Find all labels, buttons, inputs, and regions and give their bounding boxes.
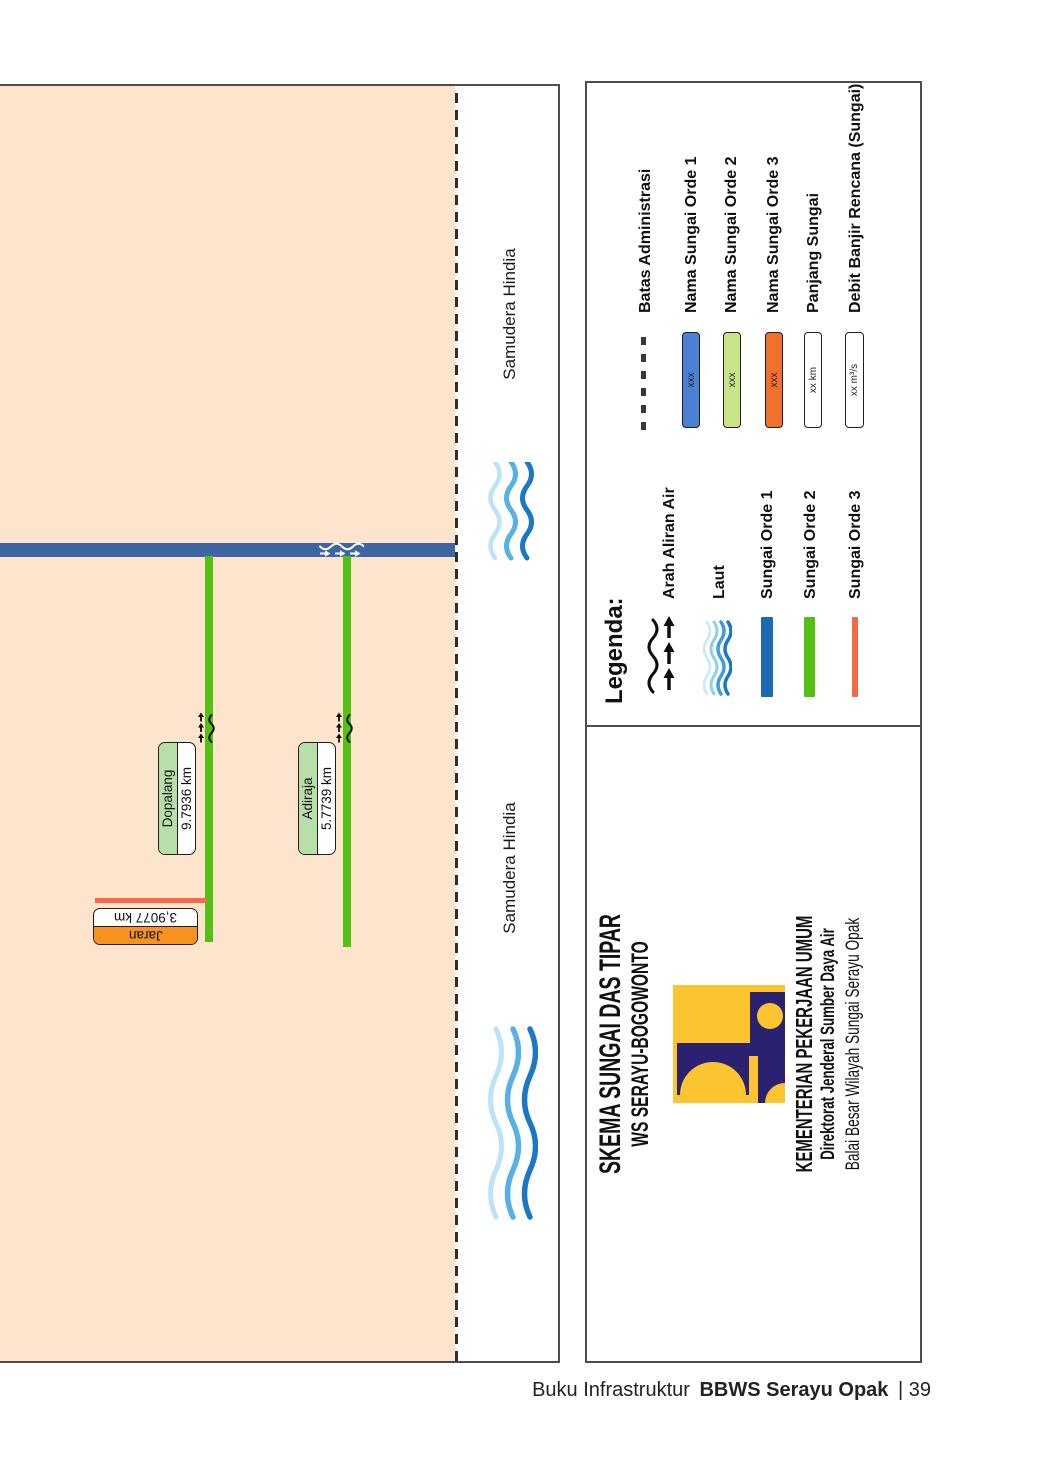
legend-item-label: Sungai Orde 3: [847, 490, 864, 599]
river-name: Dopalang: [159, 743, 178, 854]
river-orde3-jaran: [95, 898, 207, 903]
sea-waves-icon: [488, 462, 534, 561]
length-box: xx km: [804, 332, 822, 428]
legend-item-label: Panjang Sungai: [805, 192, 822, 313]
flow-direction-icon: [198, 712, 215, 743]
sea-waves-icon: [488, 1026, 538, 1220]
legend-item-label: Batas Administrasi: [637, 168, 654, 313]
waves-icon: [702, 620, 732, 696]
flow-direction-icon: [319, 542, 364, 557]
box-placeholder-text: xxx: [685, 372, 697, 388]
river-label-dopalang: Dopalang 9.7936 km: [158, 742, 196, 855]
box-placeholder-text: xx km: [807, 366, 819, 394]
figure-title: SKEMA SUNGAI DAS TIPAR: [594, 913, 627, 1175]
flow-direction-icon: [336, 712, 353, 743]
river-length: 3,9077 km: [94, 909, 197, 926]
legend-item-label: Sungai Orde 2: [802, 490, 819, 599]
river-name: Jaran: [94, 926, 197, 944]
legend-orde1-bar: [761, 617, 773, 697]
river-name-text: Jaran: [128, 928, 163, 943]
river-length: 9.7936 km: [178, 766, 194, 831]
legend-item-label: Laut: [711, 565, 728, 599]
legend-item-label: Nama Sungai Orde 3: [765, 156, 782, 314]
river-orde2-adiraja: [343, 556, 351, 947]
river-length: 5.7739 km: [318, 766, 334, 831]
river-label-jaran: Jaran 3,9077 km: [93, 908, 198, 945]
flow-arrows-icon: [647, 616, 675, 694]
land-area: [0, 86, 455, 1361]
river-label-adiraja: Adiraja 5.7739 km: [298, 742, 336, 855]
river-orde1-main: [0, 543, 455, 557]
title-block: SKEMA SUNGAI DAS TIPAR WS SERAYU-BOGOWON…: [585, 727, 922, 1361]
legend-orde3-bar: [852, 617, 858, 697]
name-box-orde2: xxx: [723, 332, 741, 428]
legend-item-label: Debit Banjir Rencana (Sungai): [847, 83, 864, 313]
figure-subtitle: WS SERAYU-BOGOWONTO: [627, 941, 654, 1147]
footer-page-number: | 39: [898, 1379, 931, 1401]
river-orde2-dopalang: [205, 556, 213, 942]
box-placeholder-text: xxx: [726, 372, 738, 388]
legend-item-label: Sungai Orde 1: [759, 490, 776, 599]
flood-discharge-box: xx m³/s: [845, 332, 864, 428]
box-placeholder-text: xx m³/s: [849, 363, 860, 397]
legend-item-label: Arah Aliran Air: [661, 487, 678, 599]
name-box-orde3: xxx: [765, 332, 783, 428]
river-name: Adiraja: [299, 743, 318, 854]
sea-label: Samudera Hindia: [500, 802, 519, 934]
office-name: Balai Besar Wilayah Sungai Serayu Opak: [843, 917, 864, 1171]
footer-brand: BBWS Serayu Opak: [699, 1379, 889, 1401]
directorate-name: Direktorat Jenderal Sumber Daya Air: [818, 928, 839, 1160]
box-placeholder-text: xxx: [768, 372, 780, 388]
legend-item-label: Nama Sungai Orde 1: [683, 156, 700, 314]
page-footer: Buku Infrastruktur BBWS Serayu Opak | 39: [532, 1379, 931, 1402]
pu-ministry-logo: [673, 985, 785, 1103]
ministry-name: KEMENTERIAN PEKERJAAN UMUM: [791, 915, 817, 1173]
river-length-text: 3,9077 km: [113, 910, 178, 925]
admin-boundary-dashed-icon: [641, 330, 646, 430]
sea-label: Samudera Hindia: [500, 248, 519, 380]
legend-title: Legenda:: [601, 597, 628, 704]
legend-orde2-bar: [804, 617, 815, 697]
coastline-dashed-line: [455, 86, 458, 1361]
legend-item-label: Nama Sungai Orde 2: [723, 156, 740, 314]
name-box-orde1: xxx: [682, 332, 700, 428]
footer-book-title: Buku Infrastruktur: [532, 1379, 690, 1401]
